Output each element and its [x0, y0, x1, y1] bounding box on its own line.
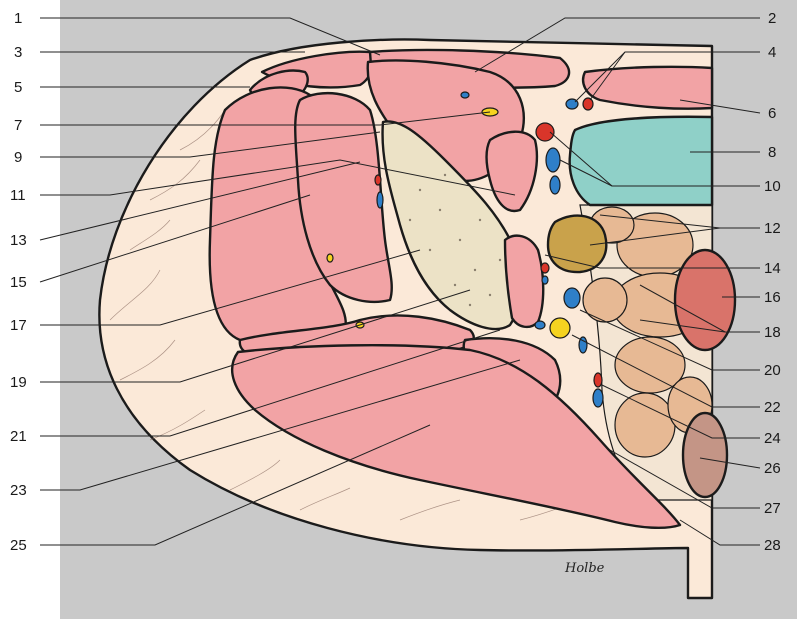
label-18: 18: [764, 324, 781, 341]
label-13: 13: [10, 232, 27, 249]
label-1: 1: [14, 10, 22, 27]
label-26: 26: [764, 460, 781, 477]
label-5: 5: [14, 79, 22, 96]
label-22: 22: [764, 399, 781, 416]
teal-organ: [570, 117, 712, 205]
label-4: 4: [768, 44, 776, 61]
labels-left: 1 3 5 7 9 11 13 15 17 19 21 23 25: [10, 10, 27, 554]
label-11: 11: [10, 187, 26, 204]
muscle-19: [505, 236, 543, 327]
muscle-26: [683, 413, 727, 497]
label-21: 21: [10, 428, 27, 445]
label-15: 15: [10, 274, 27, 291]
label-9: 9: [14, 149, 22, 166]
label-10: 10: [764, 178, 781, 195]
artist-signature: Holbe: [564, 561, 605, 576]
label-3: 3: [14, 44, 22, 61]
label-28: 28: [764, 537, 781, 554]
label-20: 20: [764, 362, 781, 379]
label-19: 19: [10, 374, 27, 391]
label-7: 7: [14, 117, 22, 134]
label-25: 25: [10, 537, 27, 554]
label-24: 24: [764, 430, 781, 447]
label-16: 16: [764, 289, 781, 306]
deep-muscle-16: [675, 250, 735, 350]
label-2: 2: [768, 10, 776, 27]
label-8: 8: [768, 144, 776, 161]
label-17: 17: [10, 317, 27, 334]
label-6: 6: [768, 105, 776, 122]
label-27: 27: [764, 500, 781, 517]
label-23: 23: [10, 482, 27, 499]
label-12: 12: [764, 220, 781, 237]
label-14: 14: [764, 260, 781, 277]
